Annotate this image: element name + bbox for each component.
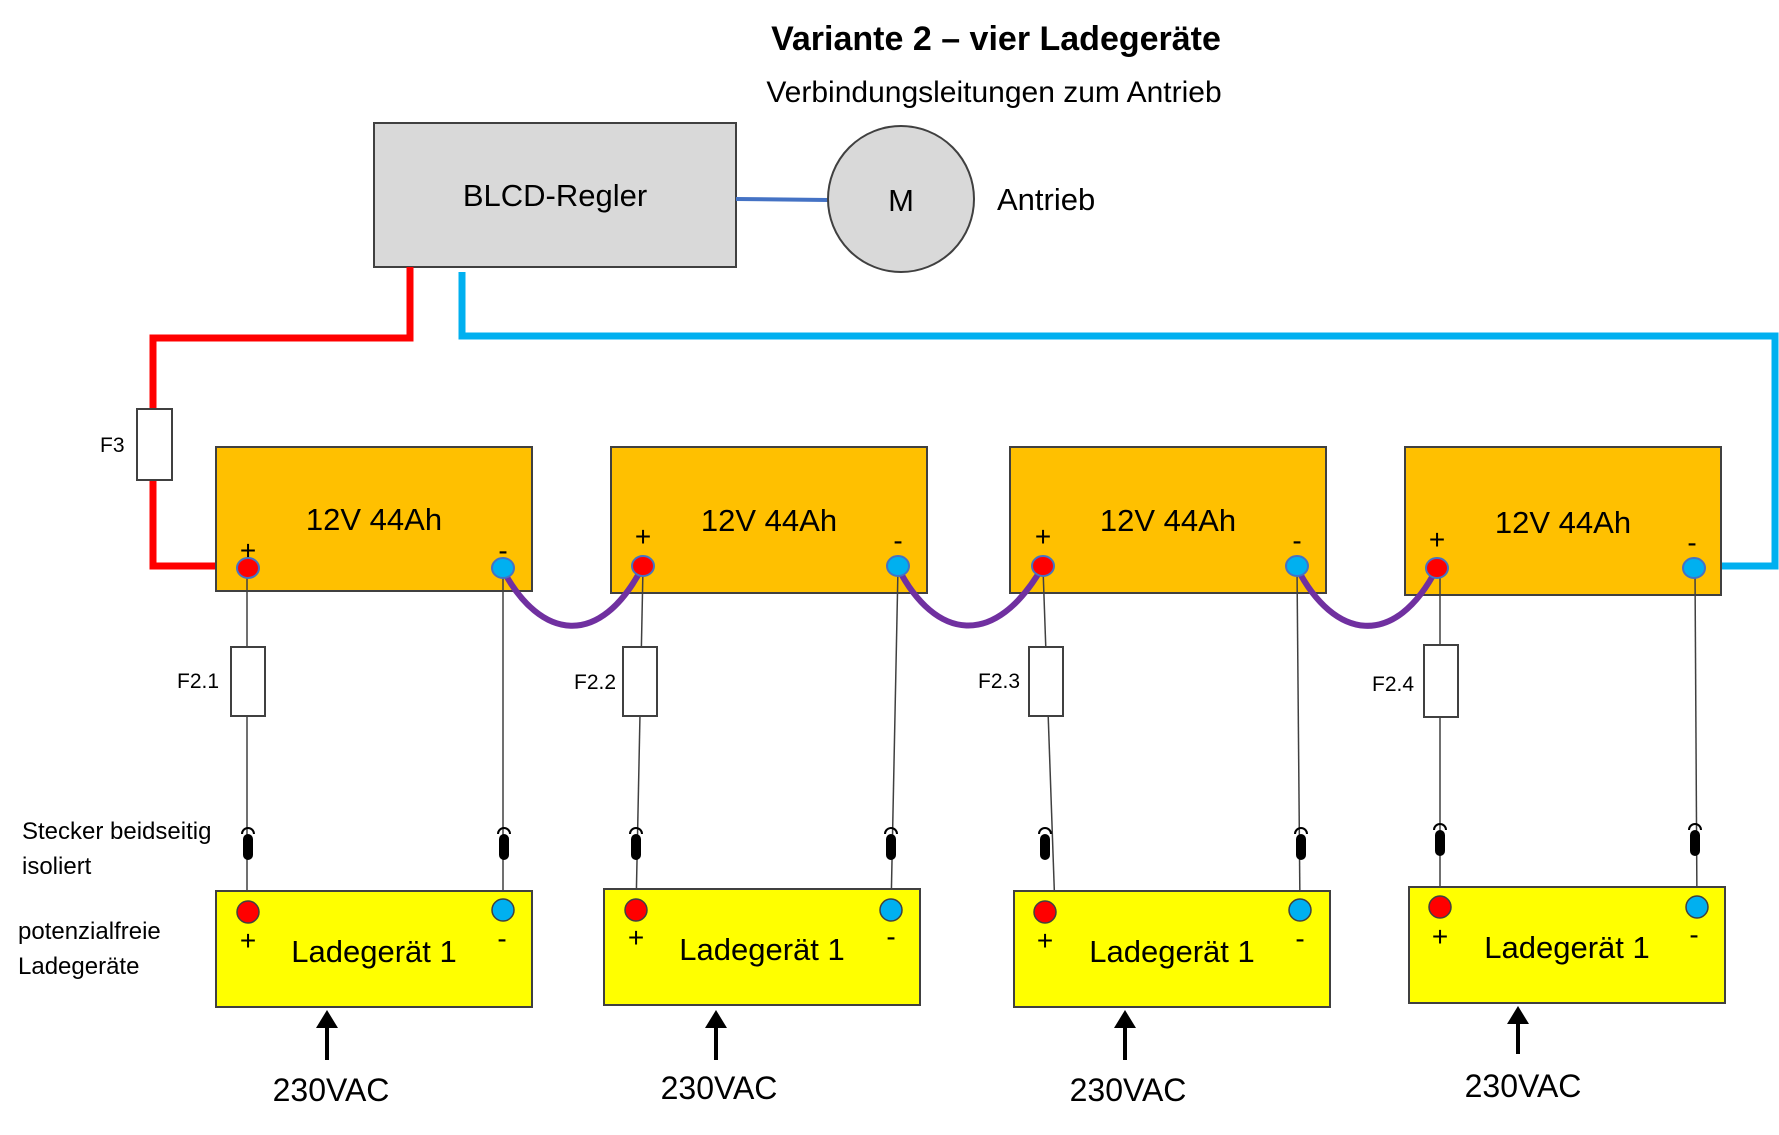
positive-main-wire bbox=[149, 267, 414, 570]
input-arrows bbox=[316, 1006, 1529, 1060]
motor-symbol: M bbox=[827, 125, 975, 273]
charger-input-label: 230VAC bbox=[661, 1070, 778, 1106]
positive-terminal bbox=[631, 555, 655, 577]
negative-terminal bbox=[1288, 898, 1312, 922]
charger-1: Ladegerät 1 + - bbox=[215, 890, 533, 1008]
series-link-3-4 bbox=[1294, 566, 1440, 629]
battery-plus-sign: + bbox=[635, 521, 651, 552]
charger-plus-sign: + bbox=[240, 925, 256, 956]
charger-minus-sign: - bbox=[497, 923, 506, 954]
positive-terminal bbox=[236, 900, 260, 924]
motor-label: Antrieb bbox=[997, 182, 1095, 217]
negative-terminal bbox=[491, 898, 515, 922]
positive-terminal bbox=[1428, 895, 1452, 919]
charger-input-label: 230VAC bbox=[1465, 1068, 1582, 1104]
battery-minus-sign: - bbox=[1687, 527, 1696, 558]
positive-terminal bbox=[236, 557, 260, 579]
charger-fuse-1 bbox=[230, 646, 266, 717]
charger-3: Ladegerät 1 + - bbox=[1013, 890, 1331, 1008]
charger-input-label: 230VAC bbox=[273, 1072, 390, 1108]
charger-plus-sign: + bbox=[1037, 925, 1053, 956]
battery-minus-sign: - bbox=[498, 535, 507, 566]
positive-terminal bbox=[624, 898, 648, 922]
controller-label: BLCD-Regler bbox=[463, 178, 647, 213]
diagram-title: Variante 2 – vier Ladegeräte bbox=[771, 20, 1221, 58]
charger-fuse-2 bbox=[622, 646, 658, 717]
plug-connector bbox=[884, 827, 898, 860]
plug-connectors bbox=[241, 823, 1702, 860]
charger-4: Ladegerät 1 + - bbox=[1408, 886, 1726, 1004]
battery-3: 12V 44Ah + - bbox=[1009, 446, 1327, 594]
charger-minus-sign: - bbox=[1295, 923, 1304, 954]
up-arrow-icon bbox=[1114, 1010, 1136, 1028]
charger-plus-sign: + bbox=[628, 922, 644, 953]
charger-fuse-label: F2.4 bbox=[1372, 673, 1414, 696]
plug-connector bbox=[629, 827, 643, 860]
battery-label: 12V 44Ah bbox=[1100, 503, 1236, 538]
charger-fuse-3 bbox=[1028, 646, 1064, 717]
connector-note-line2: isoliert bbox=[22, 853, 92, 880]
charger-fuse-4 bbox=[1423, 644, 1459, 718]
negative-terminal bbox=[879, 898, 903, 922]
battery-label: 12V 44Ah bbox=[1495, 505, 1631, 540]
main-fuse-f3 bbox=[136, 408, 173, 481]
positive-terminal bbox=[1425, 557, 1449, 579]
charger-terminals bbox=[236, 895, 1709, 924]
charger-note-line2: Ladegeräte bbox=[18, 953, 139, 980]
charger-2: Ladegerät 1 + - bbox=[603, 888, 921, 1006]
charger-note-line1: potenzialfreie bbox=[18, 918, 161, 945]
up-arrow-icon bbox=[316, 1010, 338, 1028]
battery-4: 12V 44Ah + - bbox=[1404, 446, 1722, 596]
plug-connector bbox=[241, 827, 255, 860]
battery-minus-sign: - bbox=[893, 525, 902, 556]
negative-main-wire bbox=[458, 272, 1779, 570]
battery-plus-sign: + bbox=[1429, 524, 1445, 555]
charger-input-label: 230VAC bbox=[1070, 1072, 1187, 1108]
battery-terminals bbox=[236, 555, 1706, 579]
charger-plus-sign: + bbox=[1432, 921, 1448, 952]
charger-minus-sign: - bbox=[886, 921, 895, 952]
negative-terminal bbox=[1685, 895, 1709, 919]
connector-note-line1: Stecker beidseitig bbox=[22, 818, 211, 845]
up-arrow-icon bbox=[705, 1010, 727, 1028]
plug-connector bbox=[1688, 823, 1702, 856]
negative-terminal bbox=[886, 555, 910, 577]
charger-label: Ladegerät 1 bbox=[679, 932, 844, 967]
negative-terminal bbox=[491, 557, 515, 579]
positive-terminal bbox=[1031, 555, 1055, 577]
battery-1: 12V 44Ah + - bbox=[215, 446, 533, 592]
motor-letter: M bbox=[888, 183, 914, 218]
plug-connector bbox=[1433, 823, 1447, 856]
charger-minus-sign: - bbox=[1689, 919, 1698, 950]
charger-label: Ladegerät 1 bbox=[1484, 930, 1649, 965]
motor-wire bbox=[735, 197, 829, 202]
battery-2: 12V 44Ah + - bbox=[610, 446, 928, 594]
series-link-2-3 bbox=[895, 564, 1046, 629]
battery-label: 12V 44Ah bbox=[306, 502, 442, 537]
charger-fuse-label: F2.2 bbox=[574, 671, 616, 694]
plug-connector bbox=[497, 827, 511, 860]
main-fuse-label: F3 bbox=[100, 434, 125, 457]
diagram-subtitle: Verbindungsleitungen zum Antrieb bbox=[766, 76, 1221, 109]
negative-terminal bbox=[1285, 555, 1309, 577]
series-link-1-2 bbox=[500, 564, 646, 629]
plug-connector bbox=[1294, 827, 1308, 860]
battery-label: 12V 44Ah bbox=[701, 503, 837, 538]
charger-leads bbox=[246, 567, 1698, 911]
up-arrow-icon bbox=[1507, 1006, 1529, 1024]
charger-label: Ladegerät 1 bbox=[1089, 934, 1254, 969]
charger-label: Ladegerät 1 bbox=[291, 934, 456, 969]
charger-fuse-label: F2.3 bbox=[978, 670, 1020, 693]
charger-fuse-label: F2.1 bbox=[177, 670, 219, 693]
battery-plus-sign: + bbox=[1035, 521, 1051, 552]
battery-minus-sign: - bbox=[1292, 525, 1301, 556]
negative-terminal bbox=[1682, 557, 1706, 579]
plug-connector bbox=[1038, 827, 1052, 860]
controller-block: BLCD-Regler bbox=[373, 122, 737, 268]
positive-terminal bbox=[1033, 900, 1057, 924]
